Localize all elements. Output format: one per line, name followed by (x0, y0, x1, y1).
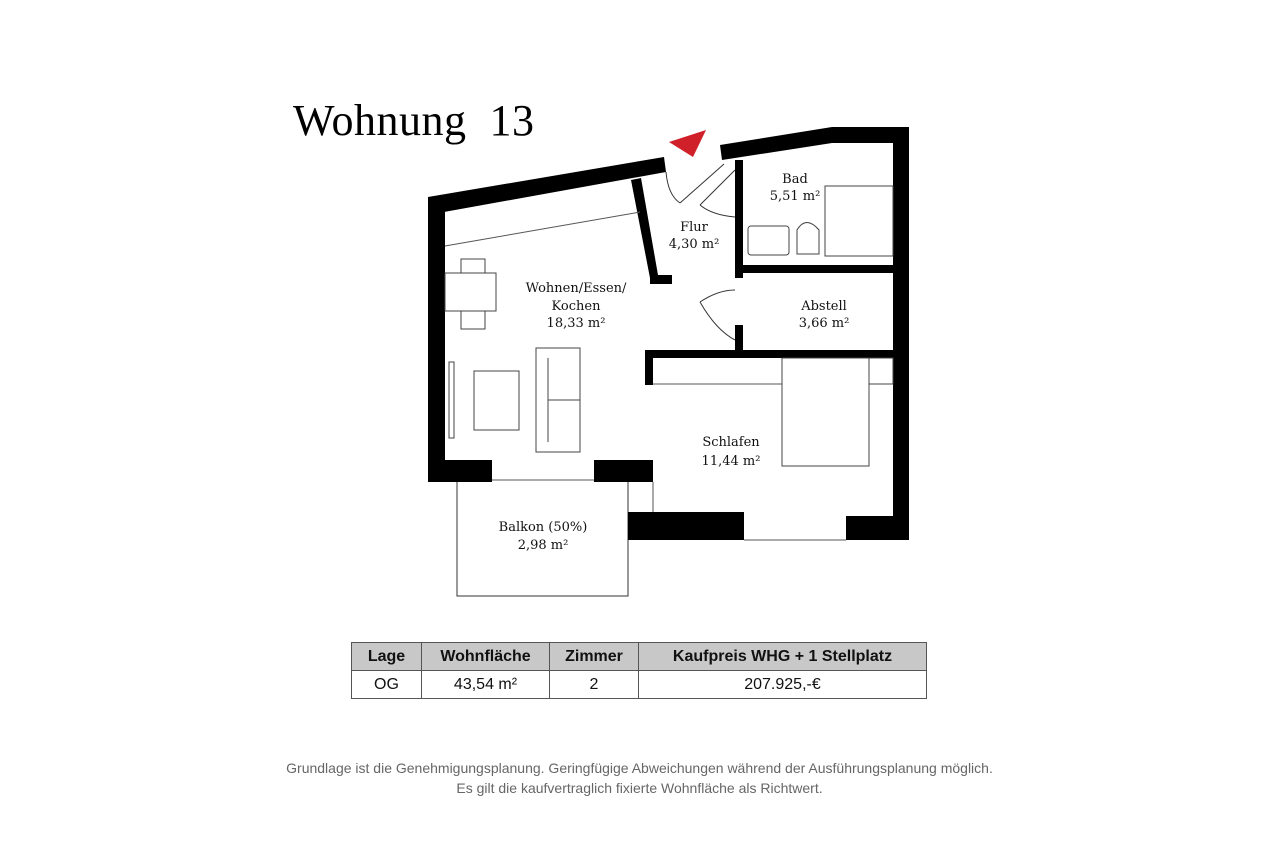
label-abstell-name: Abstell (800, 299, 847, 314)
label-abstell-area: 3,66 m² (799, 316, 850, 331)
page-title: Wohnung 13 (293, 96, 535, 145)
cell-wohnflaeche: 43,54 m² (421, 670, 550, 699)
apartment-info-table: Lage Wohnfläche Zimmer Kaufpreis WHG + 1… (351, 642, 927, 699)
cell-kaufpreis: 207.925,-€ (638, 670, 927, 699)
walls (428, 127, 909, 540)
label-flur-area: 4,30 m² (669, 237, 720, 252)
header-wohnflaeche: Wohnfläche (421, 642, 550, 671)
room-labels: Bad 5,51 m² Flur 4,30 m² Wohnen/Essen/ K… (499, 172, 850, 553)
footnote-line1: Grundlage ist die Genehmigungsplanung. G… (286, 760, 993, 776)
label-wohnen-area: 18,33 m² (547, 316, 606, 331)
table-header-row: Lage Wohnfläche Zimmer Kaufpreis WHG + 1… (351, 642, 927, 671)
label-balkon-name: Balkon (50%) (499, 520, 588, 535)
header-lage: Lage (351, 642, 422, 671)
label-wohnen-line2: Kochen (552, 299, 602, 314)
label-schlafen-area: 11,44 m² (702, 454, 761, 469)
label-flur-name: Flur (680, 220, 709, 235)
label-wohnen-line1: Wohnen/Essen/ (526, 281, 627, 296)
header-zimmer: Zimmer (549, 642, 639, 671)
chair-top (460, 258, 486, 274)
footnote-line2: Es gilt die kaufvertraglich fixierte Woh… (456, 780, 823, 796)
header-kaufpreis: Kaufpreis WHG + 1 Stellplatz (638, 642, 927, 671)
dining-table (444, 272, 497, 312)
label-bad-area: 5,51 m² (770, 189, 821, 204)
coffee-table (473, 370, 520, 431)
cell-lage: OG (351, 670, 422, 699)
bed (781, 357, 870, 467)
label-balkon-area: 2,98 m² (518, 538, 569, 553)
chair-bottom (460, 310, 486, 330)
wardrobe (868, 357, 894, 385)
washbasin (747, 225, 790, 256)
doors (665, 163, 736, 341)
label-schlafen-name: Schlafen (702, 435, 760, 450)
entrance-marker-icon (669, 130, 706, 157)
label-bad-name: Bad (782, 172, 808, 187)
table-row: OG 43,54 m² 2 207.925,-€ (351, 670, 927, 699)
cell-zimmer: 2 (549, 670, 639, 699)
sideboard (448, 361, 455, 439)
toilet (796, 222, 820, 255)
shower (824, 185, 894, 257)
furniture (444, 185, 894, 467)
